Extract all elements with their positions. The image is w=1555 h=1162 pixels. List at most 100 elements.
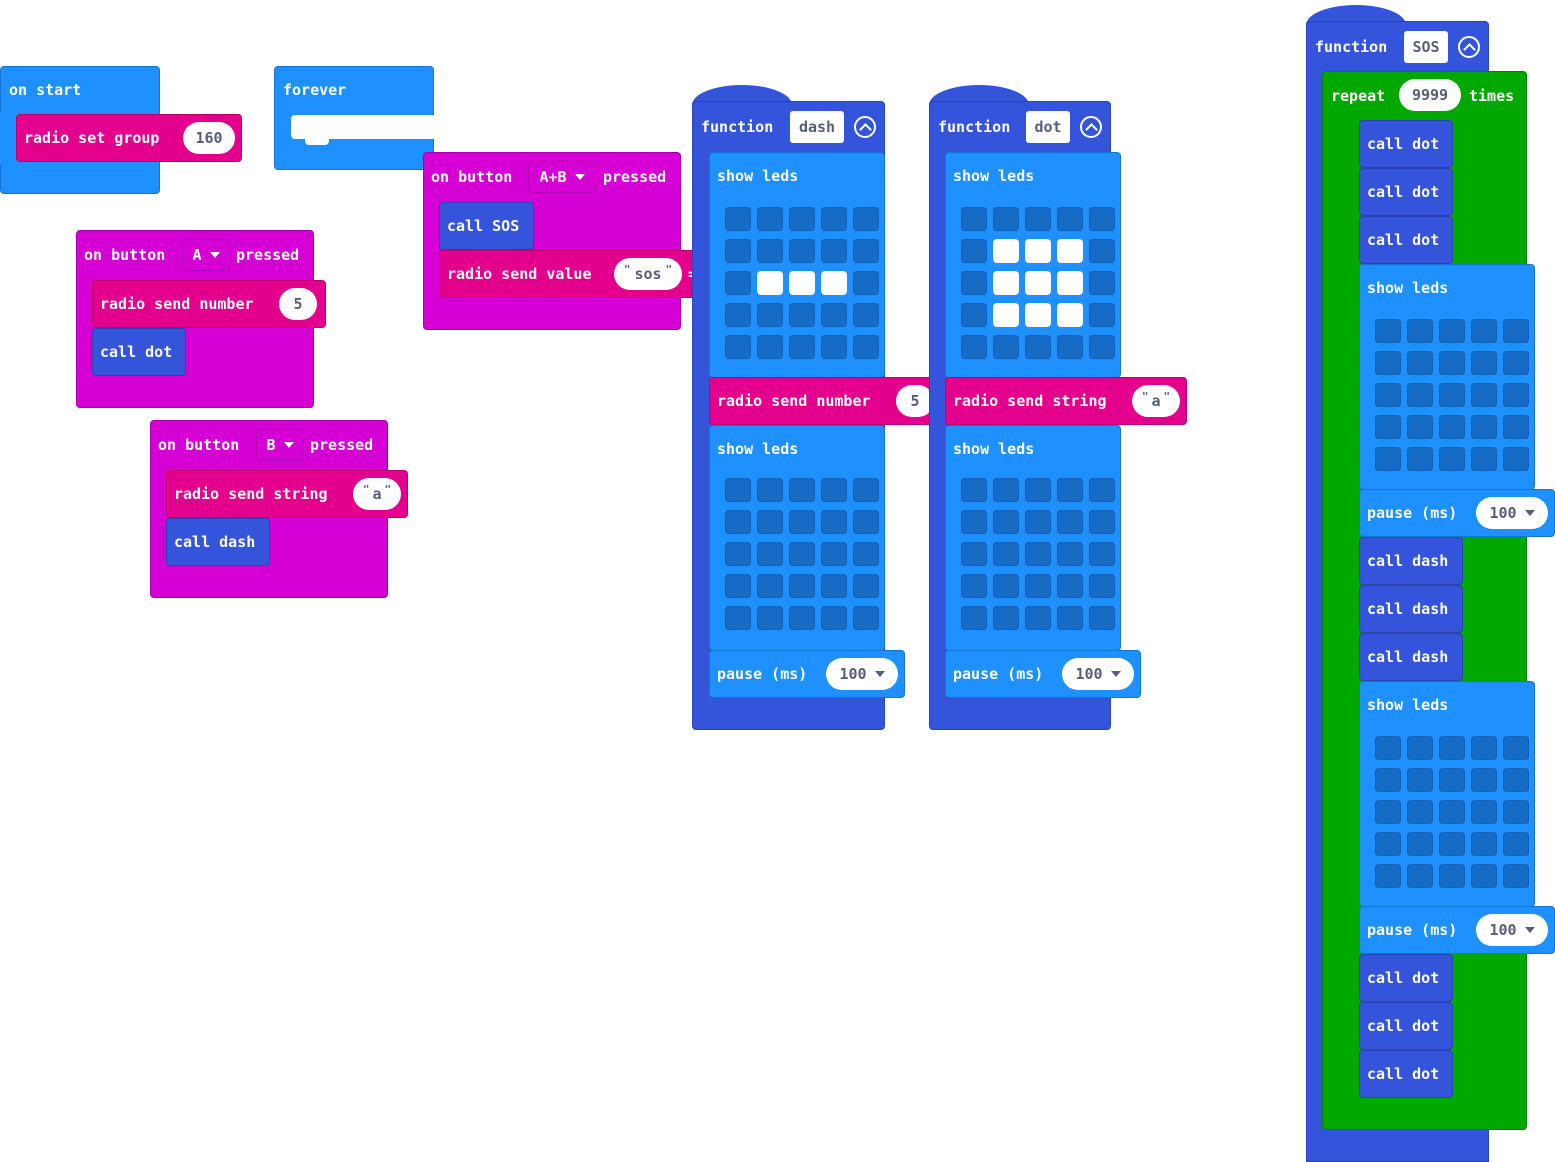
repeat-count-input[interactable]: 9999 xyxy=(1399,79,1461,111)
led-off[interactable] xyxy=(1375,447,1401,471)
led-off[interactable] xyxy=(1471,768,1497,792)
led-off[interactable] xyxy=(1439,447,1465,471)
led-off[interactable] xyxy=(853,207,879,231)
led-off[interactable] xyxy=(1057,606,1083,630)
show-leds-block[interactable]: show leds xyxy=(1359,264,1535,490)
led-off[interactable] xyxy=(1025,207,1051,231)
led-off[interactable] xyxy=(1057,542,1083,566)
led-off[interactable] xyxy=(993,574,1019,598)
led-on[interactable] xyxy=(993,303,1019,327)
led-off[interactable] xyxy=(1471,319,1497,343)
led-off[interactable] xyxy=(1471,447,1497,471)
led-off[interactable] xyxy=(789,606,815,630)
led-off[interactable] xyxy=(1407,319,1433,343)
led-off[interactable] xyxy=(1375,415,1401,439)
led-off[interactable] xyxy=(853,239,879,263)
led-off[interactable] xyxy=(853,303,879,327)
led-off[interactable] xyxy=(1089,478,1115,502)
pause-dropdown[interactable]: 100 xyxy=(1476,914,1548,946)
led-off[interactable] xyxy=(821,303,847,327)
led-off[interactable] xyxy=(757,574,783,598)
led-off[interactable] xyxy=(821,335,847,359)
led-on[interactable] xyxy=(789,271,815,295)
led-on[interactable] xyxy=(993,271,1019,295)
led-grid[interactable] xyxy=(961,478,1115,632)
led-off[interactable] xyxy=(1407,351,1433,375)
led-off[interactable] xyxy=(1503,351,1529,375)
led-on[interactable] xyxy=(1025,271,1051,295)
led-off[interactable] xyxy=(725,207,751,231)
led-off[interactable] xyxy=(853,606,879,630)
led-off[interactable] xyxy=(757,478,783,502)
led-off[interactable] xyxy=(1407,768,1433,792)
call-sos-block[interactable]: call SOS xyxy=(439,202,534,250)
led-off[interactable] xyxy=(1375,319,1401,343)
show-leds-block[interactable]: show leds xyxy=(709,152,885,378)
led-off[interactable] xyxy=(725,574,751,598)
led-off[interactable] xyxy=(853,510,879,534)
led-off[interactable] xyxy=(789,335,815,359)
led-off[interactable] xyxy=(1089,303,1115,327)
radio-send-number-block[interactable]: radio send number 5 xyxy=(709,377,943,425)
led-off[interactable] xyxy=(961,239,987,263)
led-off[interactable] xyxy=(961,606,987,630)
led-off[interactable] xyxy=(725,510,751,534)
radio-string-input[interactable]: "a" xyxy=(353,478,401,510)
radio-send-string-block[interactable]: radio send string "a" xyxy=(945,377,1187,425)
led-off[interactable] xyxy=(1407,447,1433,471)
led-off[interactable] xyxy=(1503,864,1529,888)
led-off[interactable] xyxy=(1057,478,1083,502)
show-leds-block[interactable]: show leds xyxy=(945,425,1121,651)
led-off[interactable] xyxy=(725,271,751,295)
led-off[interactable] xyxy=(757,239,783,263)
led-on[interactable] xyxy=(993,239,1019,263)
function-dash-name[interactable]: dash xyxy=(790,111,844,143)
led-off[interactable] xyxy=(961,303,987,327)
led-on[interactable] xyxy=(1025,239,1051,263)
led-off[interactable] xyxy=(821,574,847,598)
led-off[interactable] xyxy=(1471,832,1497,856)
led-off[interactable] xyxy=(725,478,751,502)
led-off[interactable] xyxy=(1025,574,1051,598)
led-off[interactable] xyxy=(1089,207,1115,231)
call-dash-block[interactable]: call dash xyxy=(1359,537,1463,585)
led-off[interactable] xyxy=(757,542,783,566)
call-dash-block[interactable]: call dash xyxy=(1359,633,1463,681)
led-off[interactable] xyxy=(1471,383,1497,407)
radio-group-input[interactable]: 160 xyxy=(183,122,235,154)
radio-send-string-block[interactable]: radio send string "a" xyxy=(166,470,408,518)
led-off[interactable] xyxy=(821,606,847,630)
led-off[interactable] xyxy=(1375,768,1401,792)
led-off[interactable] xyxy=(993,542,1019,566)
led-off[interactable] xyxy=(1503,736,1529,760)
led-off[interactable] xyxy=(1471,415,1497,439)
led-on[interactable] xyxy=(1025,303,1051,327)
led-off[interactable] xyxy=(993,606,1019,630)
led-on[interactable] xyxy=(1057,271,1083,295)
function-dot-name[interactable]: dot xyxy=(1026,111,1070,143)
led-off[interactable] xyxy=(757,606,783,630)
led-off[interactable] xyxy=(821,207,847,231)
led-off[interactable] xyxy=(1089,574,1115,598)
radio-number-input[interactable]: 5 xyxy=(279,288,317,320)
led-off[interactable] xyxy=(1375,383,1401,407)
led-off[interactable] xyxy=(1407,736,1433,760)
collapse-icon[interactable] xyxy=(1080,116,1102,138)
led-off[interactable] xyxy=(1439,736,1465,760)
led-off[interactable] xyxy=(1089,510,1115,534)
show-leds-block[interactable]: show leds xyxy=(1359,681,1535,907)
led-off[interactable] xyxy=(1503,415,1529,439)
led-off[interactable] xyxy=(1089,335,1115,359)
led-off[interactable] xyxy=(1439,800,1465,824)
radio-send-number-block[interactable]: radio send number 5 xyxy=(92,280,326,328)
show-leds-block[interactable]: show leds xyxy=(709,425,885,651)
led-off[interactable] xyxy=(961,574,987,598)
led-off[interactable] xyxy=(1471,736,1497,760)
led-off[interactable] xyxy=(1025,542,1051,566)
led-off[interactable] xyxy=(993,335,1019,359)
led-off[interactable] xyxy=(821,542,847,566)
led-off[interactable] xyxy=(1375,351,1401,375)
led-off[interactable] xyxy=(821,478,847,502)
led-off[interactable] xyxy=(789,239,815,263)
led-off[interactable] xyxy=(853,542,879,566)
